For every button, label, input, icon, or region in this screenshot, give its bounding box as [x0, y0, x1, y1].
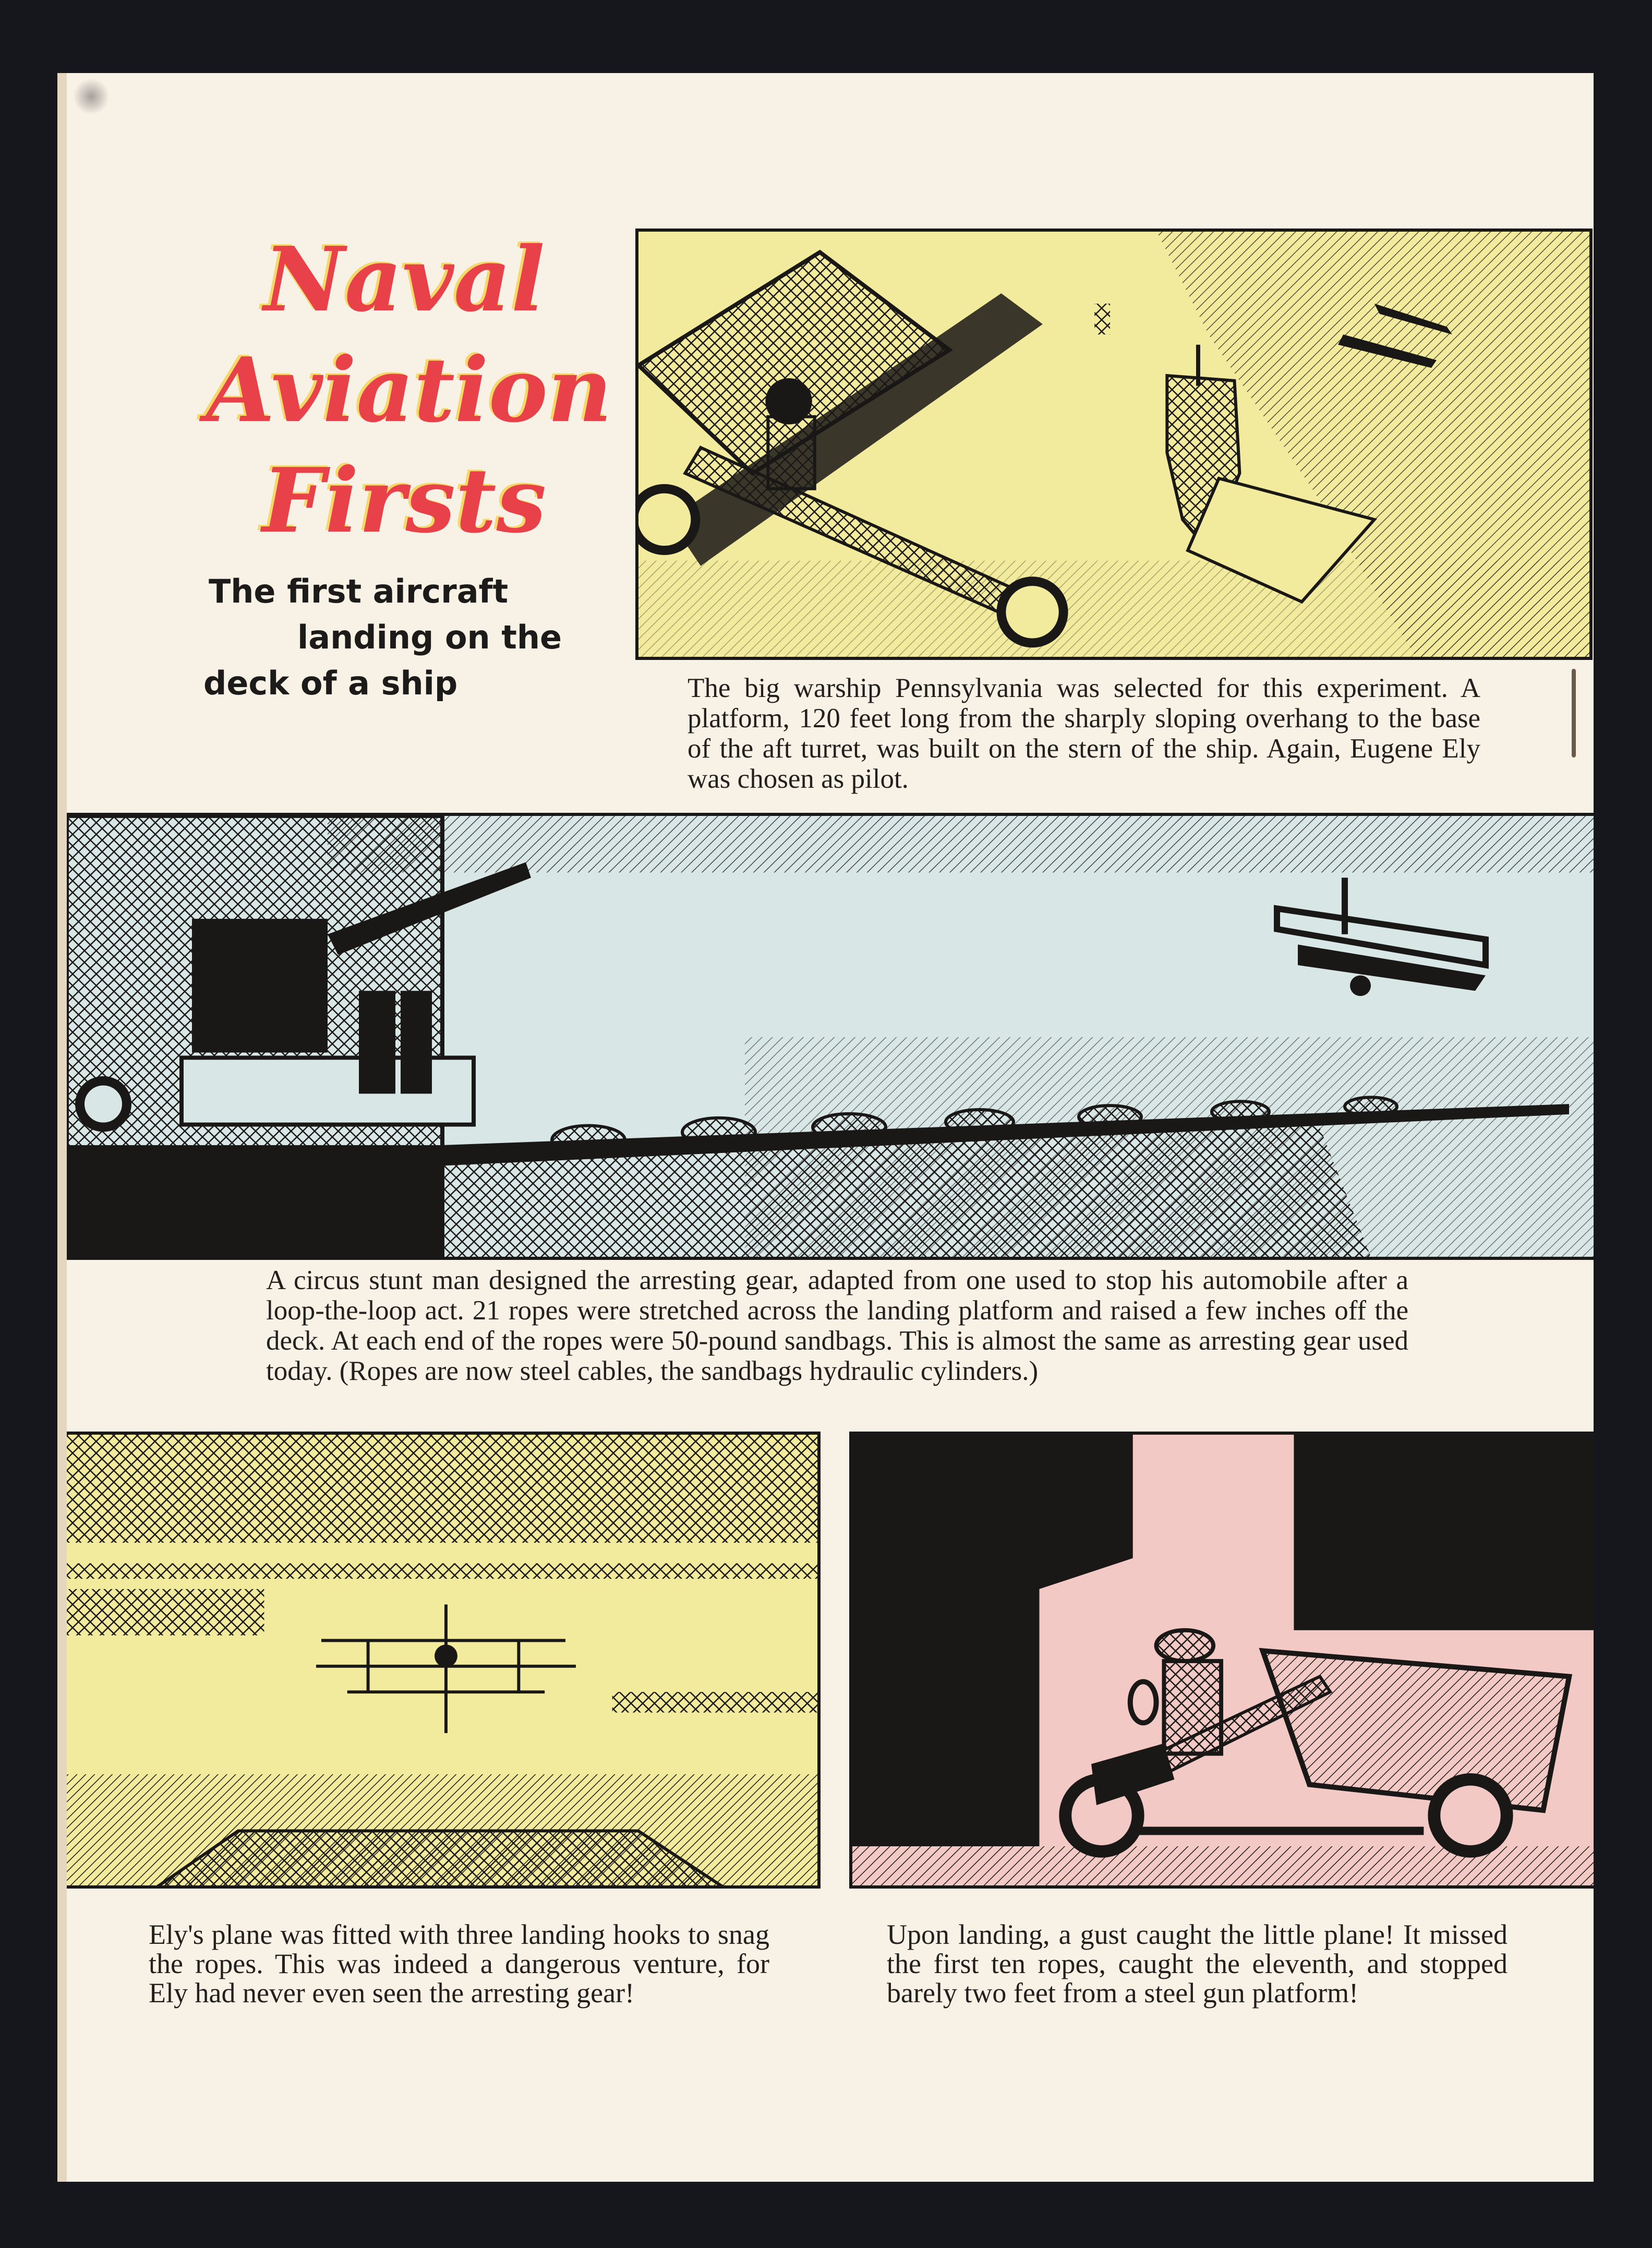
caption-panel-3: Ely's plane was fitted with three landin… [149, 1919, 769, 2009]
caption-panel-1: The big warship Pennsylvania was selecte… [688, 673, 1480, 794]
illustration-panel-4 [849, 1432, 1594, 1889]
corner-smudge [73, 78, 110, 115]
illustration-panel-1 [635, 229, 1593, 660]
staple [1572, 669, 1576, 758]
landing-platform-illustration [67, 816, 1594, 1257]
illustration-panel-3 [67, 1432, 821, 1889]
caption-panel-2: A circus stunt man designed the arrestin… [266, 1265, 1408, 1386]
subtitle-line: deck of a ship [203, 664, 458, 702]
illustration-panel-2 [67, 813, 1594, 1260]
caption-panel-4: Upon landing, a gust caught the little p… [887, 1919, 1508, 2009]
page-title: Naval Aviation Firsts [206, 224, 612, 556]
plane-approach-illustration [67, 1435, 817, 1885]
title-line: Naval [263, 227, 545, 332]
subtitle: The first aircraft landing on the deck o… [203, 569, 579, 706]
title-line: Firsts [262, 449, 547, 553]
title-line: Aviation [206, 338, 612, 442]
landed-plane-illustration [852, 1435, 1594, 1885]
subtitle-line: landing on the [297, 618, 562, 656]
biplane-warship-illustration [638, 232, 1589, 657]
subtitle-line: The first aircraft [209, 572, 509, 610]
